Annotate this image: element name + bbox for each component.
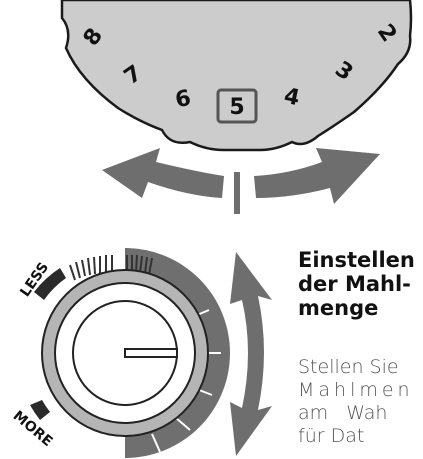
heading-line: der Mahl-	[298, 272, 423, 296]
arrow-up-down-icon	[230, 252, 272, 456]
grind-setting-dial: 8 7 6 5 4 3 2	[62, 0, 411, 150]
arrow-left-icon	[102, 148, 224, 198]
rotation-arrows	[102, 148, 380, 214]
vertical-double-arrow	[230, 252, 272, 456]
body-line: Mahlmen	[298, 379, 423, 402]
body-line: am Wah	[298, 402, 423, 425]
grind-amount-knob: LESS MORE	[10, 248, 230, 458]
heading-line: menge	[298, 296, 423, 320]
dial-number-selected: 5	[229, 95, 244, 120]
center-tick	[234, 172, 240, 214]
arrow-right-icon	[254, 148, 380, 204]
section-heading: Einstellen der Mahl- menge	[298, 248, 423, 320]
dial-body	[62, 0, 411, 150]
heading-line: Einstellen	[298, 248, 423, 272]
instruction-paragraph: Stellen Sie Mahlmen am Wah für Dat	[298, 356, 423, 448]
body-line: für Dat	[298, 425, 423, 448]
body-line: Stellen Sie	[298, 356, 423, 379]
knob-pointer	[125, 349, 177, 357]
